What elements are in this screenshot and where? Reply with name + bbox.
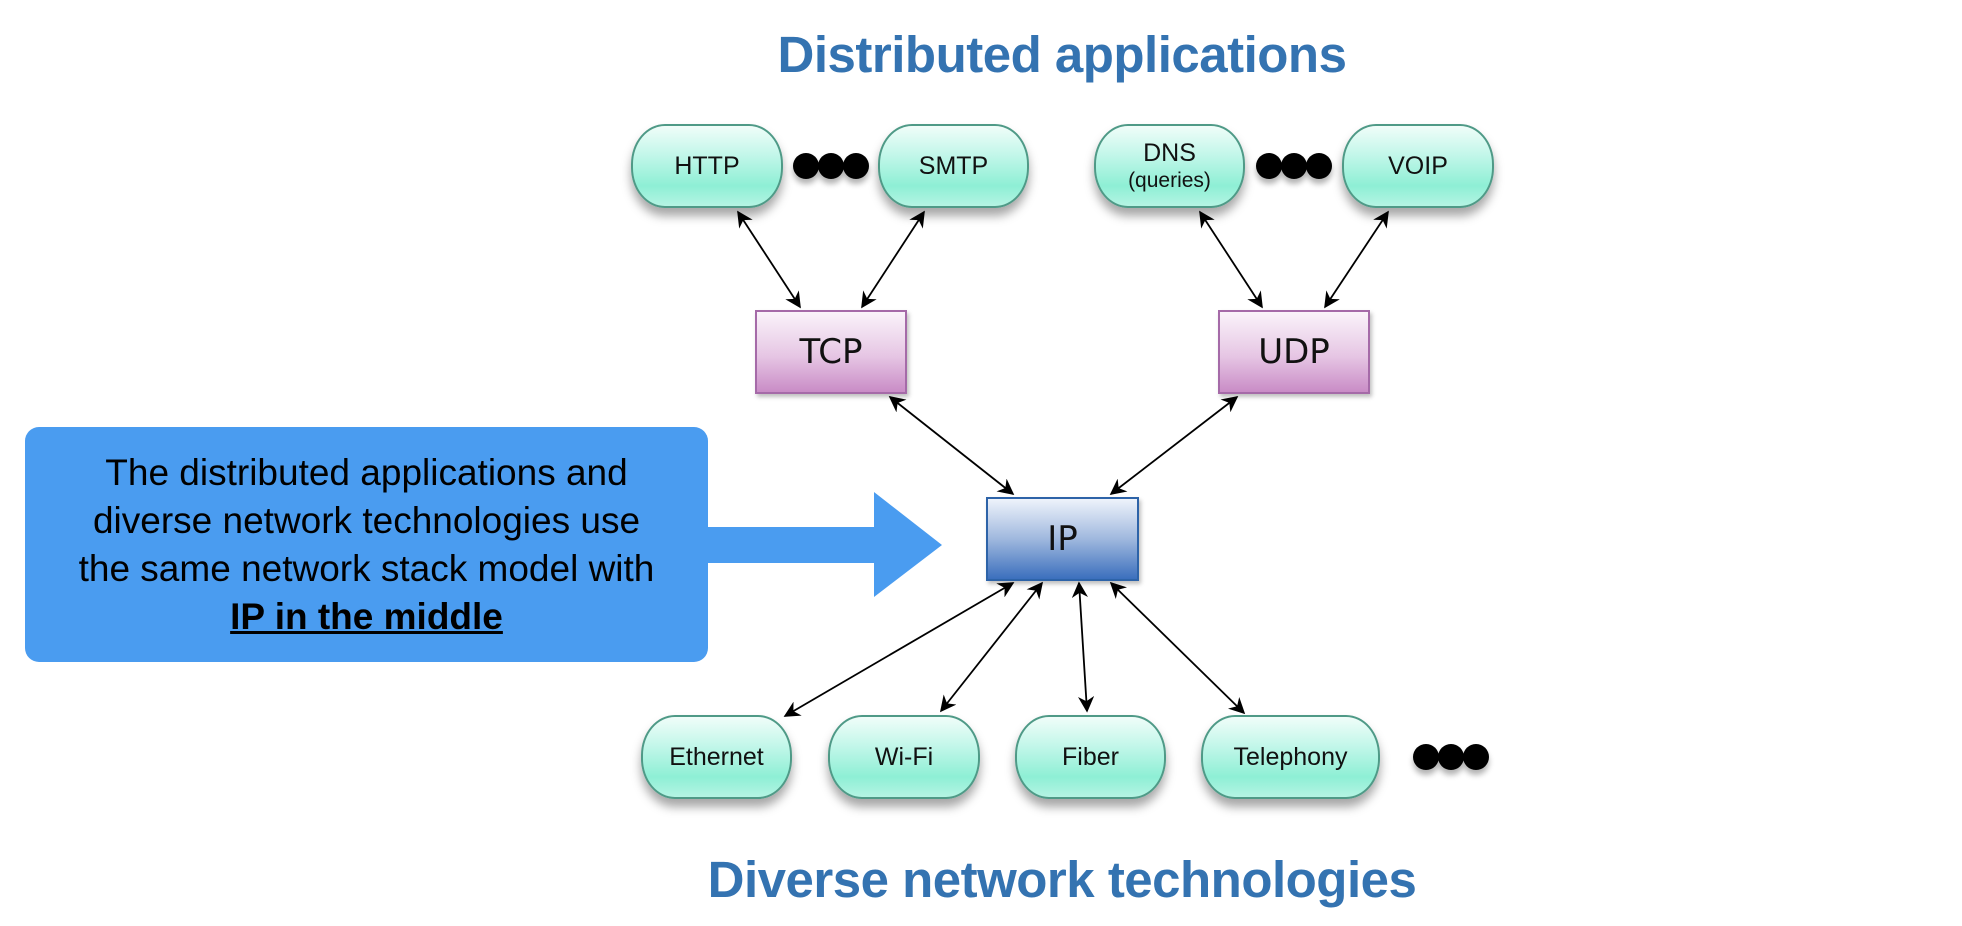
arrow-ip-ethernet — [783, 582, 1015, 717]
app-label: VOIP — [1388, 151, 1448, 180]
tech-label: Wi-Fi — [874, 742, 934, 771]
tech-box-ethernet: Ethernet — [641, 715, 792, 799]
callout-line: the same network stack model with — [78, 548, 655, 589]
arrow-tcp-ip — [888, 395, 1015, 496]
arrow-ip-wifi — [939, 581, 1044, 713]
callout-emphasis: IP in the middle — [230, 596, 503, 637]
tech-label: Fiber — [1062, 742, 1119, 771]
ellipsis-dots-icon — [793, 153, 869, 179]
app-box-smtp: SMTP — [878, 124, 1029, 208]
transport-box-udp: UDP — [1218, 310, 1370, 394]
app-box-voip: VOIP — [1342, 124, 1494, 208]
app-box-http: HTTP — [631, 124, 783, 208]
arrow-ip-telephony — [1109, 581, 1246, 715]
arrow-voip-udp — [1324, 210, 1389, 309]
callout-box: The distributed applications and diverse… — [25, 427, 708, 662]
tech-box-telephony: Telephony — [1201, 715, 1380, 799]
tech-box-wifi: Wi-Fi — [828, 715, 980, 799]
ellipsis-dots-icon — [1256, 153, 1332, 179]
app-label: SMTP — [918, 151, 989, 180]
callout-line: The distributed applications and — [105, 452, 628, 493]
callout-pointer-arrow — [706, 492, 942, 597]
app-sublabel: (queries) — [1128, 169, 1211, 192]
arrow-dns-udp — [1199, 210, 1263, 309]
tech-box-fiber: Fiber — [1015, 715, 1166, 799]
network-label: IP — [1047, 519, 1078, 559]
tech-label: Telephony — [1233, 742, 1348, 771]
top-title: Distributed applications — [777, 26, 1347, 83]
transport-label: TCP — [799, 332, 863, 372]
arrow-http-tcp — [737, 210, 801, 309]
callout-line: diverse network technologies use — [92, 500, 641, 541]
app-label: HTTP — [674, 151, 740, 180]
transport-box-tcp: TCP — [755, 310, 907, 394]
bottom-title: Diverse network technologies — [707, 851, 1417, 908]
arrow-ip-fiber — [1071, 581, 1095, 713]
app-box-dns: DNS (queries) — [1094, 124, 1245, 208]
app-label: DNS — [1143, 139, 1196, 167]
tech-label: Ethernet — [669, 742, 764, 771]
ellipsis-dots-icon — [1413, 744, 1489, 770]
arrow-smtp-tcp — [861, 210, 925, 309]
network-box-ip: IP — [986, 497, 1139, 581]
transport-label: UDP — [1258, 332, 1330, 372]
arrow-udp-ip — [1109, 396, 1239, 495]
